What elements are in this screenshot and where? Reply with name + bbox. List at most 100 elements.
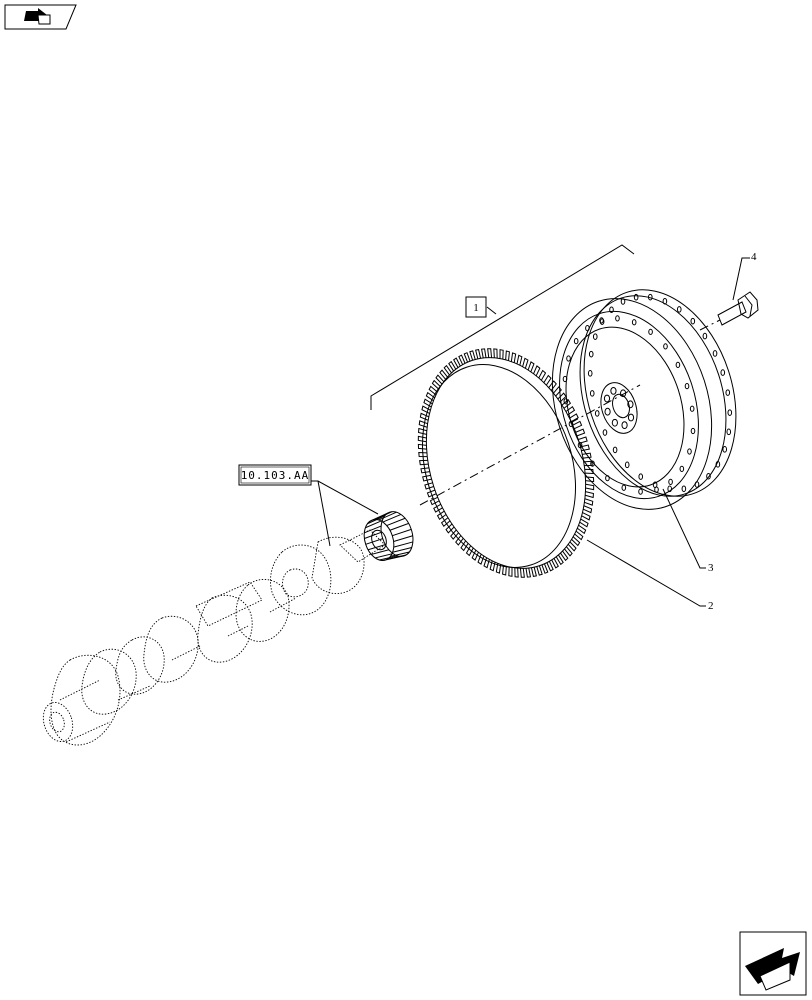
ring-gear-tooth (555, 554, 564, 566)
ring-gear-tooth (429, 496, 440, 506)
flywheel-outer-hole (599, 318, 605, 325)
ring-gear-tooth (419, 459, 429, 466)
assembly-bracket (370, 244, 635, 410)
ring-gear-tooth (583, 505, 593, 514)
flywheel-rim-hole (675, 361, 681, 368)
ring-gear-tooth (569, 413, 579, 423)
ring-gear-tooth (443, 364, 452, 376)
ring-gear-tooth (499, 349, 504, 360)
ring-gear-tooth (580, 444, 590, 452)
flywheel-outer-hole (594, 410, 600, 417)
ring-gear-tooth (548, 380, 557, 391)
flywheel-outer-hole (726, 428, 732, 436)
ring-gear-tooth (561, 399, 572, 409)
ring-gear-tooth (581, 512, 591, 521)
ring-gear-tooth (553, 386, 562, 397)
ring-gear-tooth (546, 561, 554, 572)
flywheel-rim-hole (621, 484, 627, 491)
sprocket-tooth (389, 522, 409, 531)
ring-gear-tooth (533, 365, 541, 377)
ring-gear-tooth (417, 443, 427, 450)
ring-gear-tooth (425, 391, 435, 402)
sprocket-tooth (386, 517, 406, 527)
ring-gear-tooth (508, 566, 513, 577)
svg-text:4: 4 (751, 251, 757, 263)
ring-gear-tooth (510, 352, 517, 363)
ring-gear-tooth (582, 452, 592, 459)
ring-gear-tooth (585, 476, 595, 483)
sprocket-tooth (383, 555, 403, 561)
ring-gear-tooth (426, 489, 437, 498)
crankshaft-sprocket (363, 511, 414, 561)
ring-gear-tooth (458, 354, 466, 365)
ring-gear-tooth (572, 420, 583, 430)
flywheel-outer-hole (587, 370, 593, 377)
sprocket-tooth (392, 547, 412, 553)
ring-gear-tooth (522, 357, 529, 369)
flywheel-outer-hole (662, 297, 668, 305)
flywheel-outer-hole (667, 485, 672, 493)
ring-gear-tooth (527, 361, 535, 373)
ring-gear-tooth (480, 348, 487, 359)
sprocket-tooth (371, 549, 389, 555)
flywheel-rim-hole (690, 427, 696, 435)
flywheel-outer-hole (725, 389, 731, 396)
flywheel-rim-hole (663, 343, 668, 350)
flywheel-bolt-hole (604, 407, 611, 416)
ring-gear-tooth (567, 541, 577, 552)
crankshaft-reference-callout[interactable]: 10.103.AA (238, 464, 379, 547)
flywheel-outer-hole (592, 333, 598, 340)
center-axis-line (419, 384, 641, 506)
ring-gear-tooth (551, 558, 559, 569)
ring-gear-tooth (448, 360, 457, 372)
ring-gear-tooth (519, 568, 525, 578)
ring-gear-tooth (465, 545, 474, 557)
flywheel-rim-hole (638, 488, 643, 495)
flywheel-bolt-hole (627, 413, 635, 422)
ring-gear-tooth (525, 567, 532, 578)
flywheel-bolt-hole (621, 421, 628, 430)
flywheel-rim-hole (687, 448, 692, 455)
flywheel-rim-hole (679, 465, 685, 472)
flywheel-outer-hole (676, 306, 682, 313)
sprocket-tooth (374, 511, 393, 521)
ring-gear-tooth (424, 482, 434, 490)
ring-gear-tooth (440, 517, 451, 527)
flywheel-outer-hole (652, 481, 658, 489)
sprocket-tooth (365, 538, 383, 545)
flywheel-outer-hole (589, 390, 595, 397)
flywheel-outer-hole (712, 350, 718, 357)
svg-text:10.103.AA: 10.103.AA (241, 469, 310, 482)
ring-gear-tooth (477, 553, 485, 565)
ring-gear-tooth (514, 567, 519, 578)
flywheel-outer-hole (727, 409, 733, 416)
ring-gear-tooth (418, 427, 427, 435)
ring-gear-tooth (541, 563, 549, 574)
ring-gear-tooth (439, 369, 448, 380)
ring-gear-tooth (475, 349, 482, 359)
ring-gear-tooth (574, 530, 584, 541)
flywheel-rim-hole (668, 478, 673, 485)
ring-gear-tooth (560, 550, 569, 562)
flywheel-rim-hole (573, 338, 579, 345)
ring-gear-tooth (536, 565, 543, 576)
flywheel-outer-hole (681, 485, 687, 493)
ring-gear-tooth (564, 546, 573, 557)
ring-gear-tooth (565, 406, 576, 416)
flywheel-rim-hole (648, 328, 653, 335)
ring-gear-tooth (585, 491, 594, 499)
sprocket-tooth (393, 541, 413, 548)
ring-gear-tooth (502, 565, 507, 576)
flywheel-outer-hole (702, 332, 708, 340)
flywheel-outer-hole (602, 429, 608, 436)
svg-text:1: 1 (473, 302, 479, 314)
crankshaft (42, 529, 386, 746)
flywheel (551, 289, 737, 510)
ring-gear-tooth (583, 460, 593, 467)
next-page-arrow-icon[interactable] (739, 931, 807, 996)
ring-gear-tooth (571, 536, 581, 547)
flywheel-outer-hole (715, 461, 721, 468)
flywheel-bolt-hole (611, 418, 618, 427)
previous-page-arrow-icon[interactable] (4, 4, 77, 30)
